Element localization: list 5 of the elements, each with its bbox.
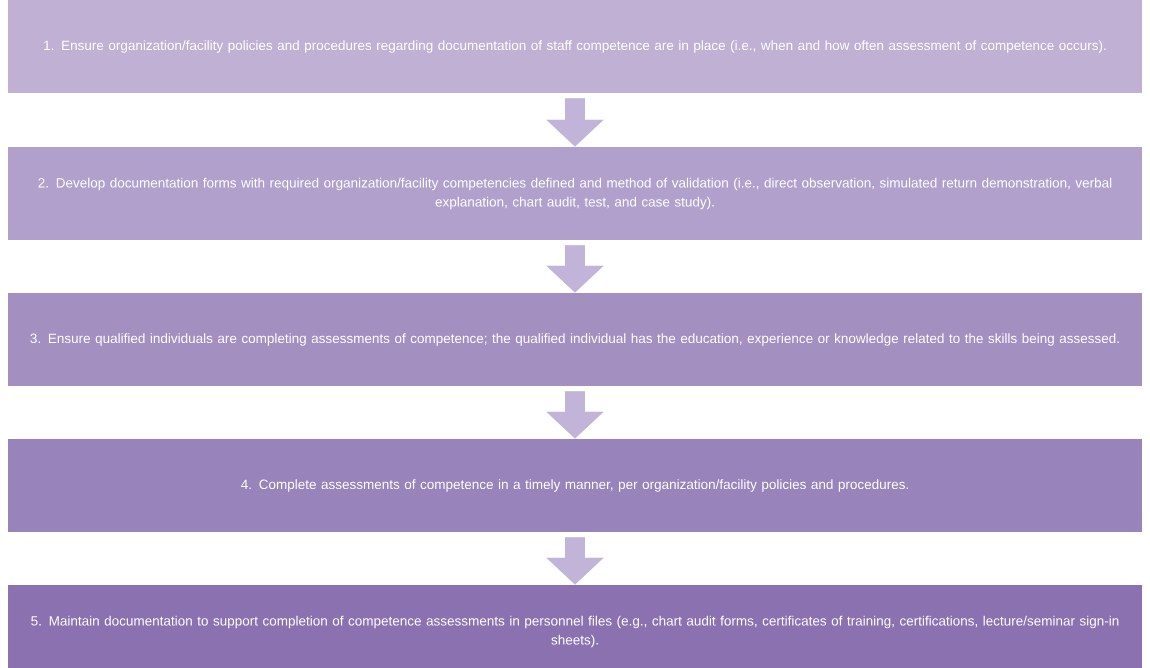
process-box: 5. Maintain documentation to support completion of competence assessments in personnel files (e.g., chart audit forms, certificates of training, certifications, lecture/seminar sign-in sheets). bbox=[8, 585, 1142, 668]
process-box: 2. Develop documentation forms with required organization/facility competencies defined and method of validation (i.e., direct observation, simulated return demonstration, verbal explanation, chart audit, test, and case study). bbox=[8, 147, 1142, 240]
process-box: 4. Complete assessments of competence in a timely manner, per organization/facility policies and procedures. bbox=[8, 439, 1142, 532]
process-box: 1. Ensure organization/facility policies and procedures regarding documentation of staff competence are in place (i.e., when and how often assessment of competence occurs). bbox=[8, 0, 1142, 93]
process-box: 3. Ensure qualified individuals are completing assessments of competence; the qualified individual has the education, experience or knowledge related to the skills being assessed. bbox=[8, 293, 1142, 386]
